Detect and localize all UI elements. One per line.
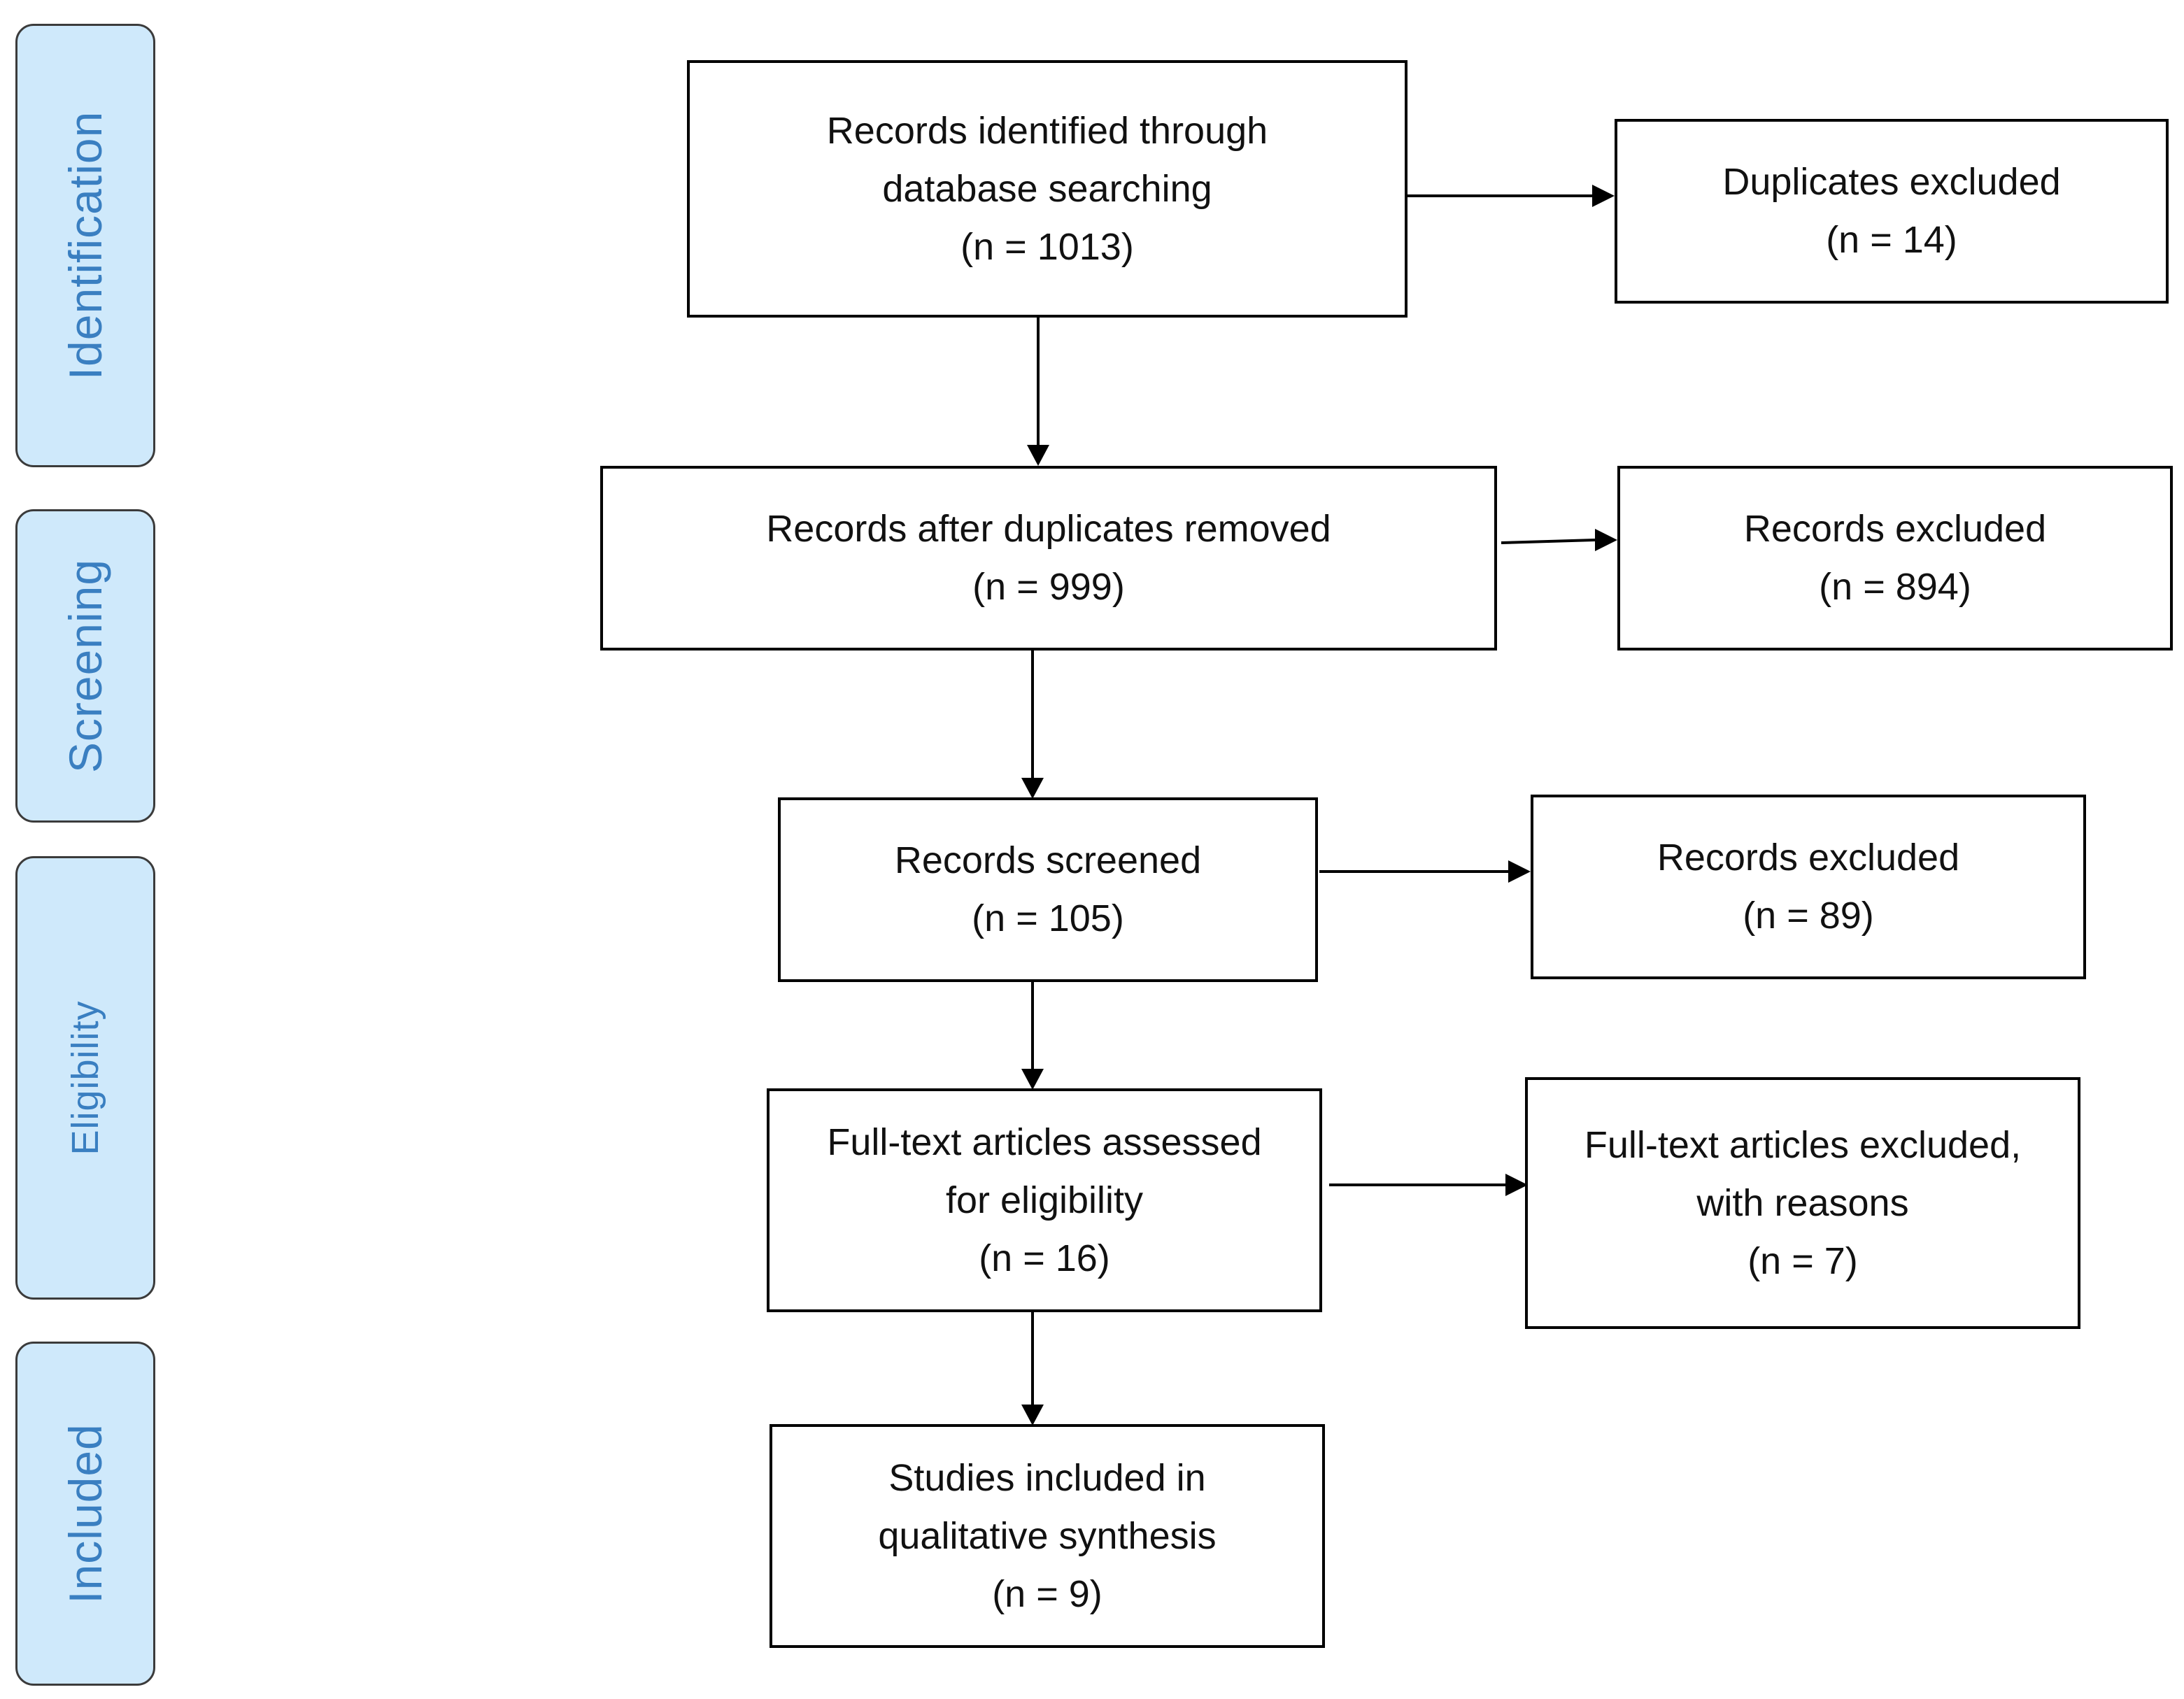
phase-identification: Identification bbox=[15, 24, 155, 467]
box-fulltext-excluded-line2: with reasons bbox=[1696, 1181, 1909, 1224]
box-records-excluded-89-line1: Records excluded bbox=[1657, 837, 1960, 879]
arrow-after-duplicates-to-records-excluded bbox=[1501, 539, 1596, 544]
box-fulltext-excluded-count: (n = 7) bbox=[1747, 1239, 1858, 1282]
box-studies-included-line1: Studies included in bbox=[888, 1456, 1206, 1499]
arrowhead-down-1 bbox=[1027, 445, 1049, 466]
phase-screening: Screening bbox=[15, 509, 155, 823]
box-records-excluded-89-count: (n = 89) bbox=[1743, 895, 1874, 937]
box-records-excluded-894: Records excluded (n = 894) bbox=[1617, 466, 2173, 651]
box-records-screened-line1: Records screened bbox=[894, 839, 1202, 881]
box-records-screened: Records screened (n = 105) bbox=[778, 797, 1318, 982]
box-studies-included-count: (n = 9) bbox=[992, 1572, 1102, 1615]
phase-included: Included bbox=[15, 1342, 155, 1686]
box-records-identified-count: (n = 1013) bbox=[960, 225, 1134, 268]
box-records-after-duplicates-line1: Records after duplicates removed bbox=[766, 508, 1331, 550]
box-records-after-duplicates-count: (n = 999) bbox=[972, 566, 1125, 608]
box-records-screened-count: (n = 105) bbox=[972, 897, 1124, 939]
arrowhead-down-4 bbox=[1021, 1405, 1044, 1426]
box-records-after-duplicates: Records after duplicates removed (n = 99… bbox=[600, 466, 1497, 651]
box-fulltext-assessed-line1: Full-text articles assessed bbox=[827, 1121, 1262, 1163]
arrowhead-right-4 bbox=[1505, 1174, 1528, 1196]
box-records-identified: Records identified through database sear… bbox=[687, 60, 1407, 318]
box-duplicates-excluded-line1: Duplicates excluded bbox=[1722, 161, 2061, 203]
box-records-excluded-894-count: (n = 894) bbox=[1819, 566, 1971, 608]
box-records-excluded-89: Records excluded (n = 89) bbox=[1531, 795, 2086, 979]
box-studies-included: Studies included in qualitative synthesi… bbox=[770, 1424, 1325, 1648]
arrowhead-right-1 bbox=[1592, 185, 1615, 207]
arrowhead-down-3 bbox=[1021, 1069, 1044, 1090]
box-records-identified-line1: Records identified through bbox=[826, 109, 1268, 152]
phase-eligibility: Eligibility bbox=[15, 856, 155, 1300]
box-records-excluded-894-line1: Records excluded bbox=[1743, 508, 2047, 550]
box-fulltext-assessed-count: (n = 16) bbox=[979, 1237, 1110, 1279]
arrowhead-down-2 bbox=[1021, 778, 1044, 799]
box-studies-included-line2: qualitative synthesis bbox=[878, 1514, 1217, 1557]
box-fulltext-excluded: Full-text articles excluded, with reason… bbox=[1525, 1077, 2080, 1329]
arrowhead-right-3 bbox=[1508, 860, 1531, 883]
box-fulltext-excluded-line1: Full-text articles excluded, bbox=[1584, 1123, 2022, 1166]
box-fulltext-assessed: Full-text articles assessed for eligibil… bbox=[767, 1088, 1322, 1312]
box-records-identified-line2: database searching bbox=[882, 167, 1212, 210]
box-duplicates-excluded: Duplicates excluded (n = 14) bbox=[1615, 119, 2169, 304]
box-fulltext-assessed-line2: for eligibility bbox=[945, 1179, 1144, 1221]
arrowhead-right-2 bbox=[1595, 529, 1617, 551]
box-duplicates-excluded-count: (n = 14) bbox=[1826, 219, 1957, 261]
